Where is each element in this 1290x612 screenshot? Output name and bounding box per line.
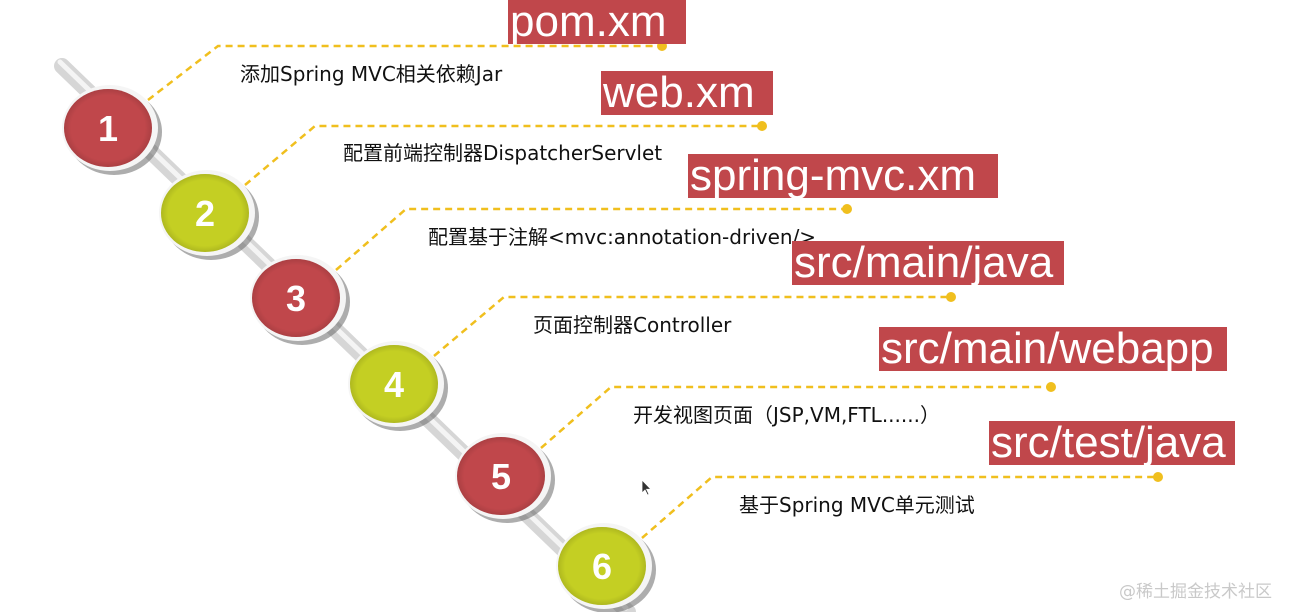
step-4-node: 4 xyxy=(348,341,448,431)
step-6-number: 6 xyxy=(592,546,612,587)
arrow-pointer-icon xyxy=(641,479,652,496)
step-6-file-label: src/test/java xyxy=(989,421,1235,465)
step-6-connector xyxy=(641,475,1158,539)
step-4-connector-dot xyxy=(946,292,956,302)
step-6-node: 6 xyxy=(556,523,656,612)
step-3-description: 配置基于注解<mvc:annotation-driven/> xyxy=(428,225,817,249)
step-5-node: 5 xyxy=(455,433,555,523)
step-2-connector-dot xyxy=(757,121,767,131)
step-2-node: 2 xyxy=(159,170,259,260)
step-5-connector-dot xyxy=(1046,382,1056,392)
watermark: @稀土掘金技术社区 xyxy=(1119,582,1272,602)
step-1-file-label: pom.xm xyxy=(508,0,686,44)
step-5-connector xyxy=(540,385,1051,449)
step-3-number: 3 xyxy=(286,278,306,319)
step-4-file-label: src/main/java xyxy=(792,241,1064,285)
step-6-description: 基于Spring MVC单元测试 xyxy=(739,493,975,517)
step-2-number: 2 xyxy=(195,193,215,234)
step-1-number: 1 xyxy=(98,108,118,149)
step-1-connector xyxy=(147,44,662,101)
step-2-connector xyxy=(244,124,762,186)
step-3-connector xyxy=(335,207,847,271)
step-2-file-label: web.xm xyxy=(601,71,773,115)
step-4-description: 页面控制器Controller xyxy=(533,313,732,337)
step-1-description: 添加Spring MVC相关依赖Jar xyxy=(240,62,503,86)
step-3-connector-dot xyxy=(842,204,852,214)
step-5-file-label: src/main/webapp xyxy=(879,327,1227,371)
step-5-description: 开发视图页面（JSP,VM,FTL......） xyxy=(633,403,940,427)
step-2-description: 配置前端控制器DispatcherServlet xyxy=(343,141,663,165)
step-3-node: 3 xyxy=(250,255,350,345)
step-4-number: 4 xyxy=(384,364,404,405)
step-3-file-label: spring-mvc.xm xyxy=(688,154,998,198)
step-1-node: 1 xyxy=(62,85,162,175)
step-5-number: 5 xyxy=(491,456,511,497)
step-6-connector-dot xyxy=(1153,472,1163,482)
step-4-connector xyxy=(433,295,951,357)
